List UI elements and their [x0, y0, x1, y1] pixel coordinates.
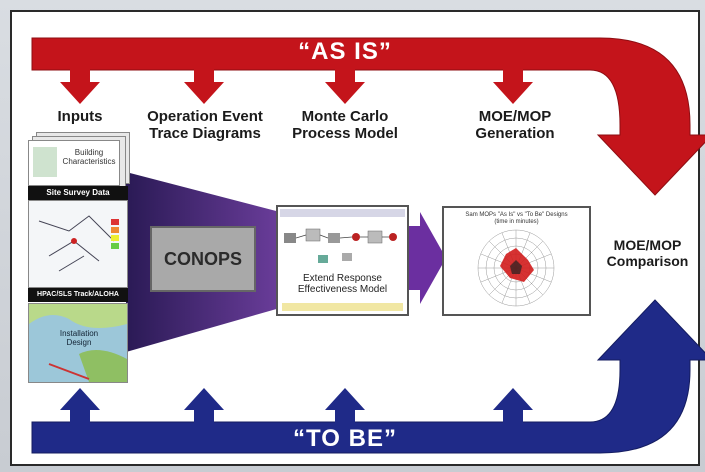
stage-label-inputs: Inputs — [57, 108, 103, 125]
doc-thumbnail — [33, 147, 57, 177]
model-flow-graphic — [284, 228, 397, 263]
map-graphic — [29, 201, 127, 287]
as-is-down-arrows — [60, 66, 533, 104]
site-survey-bar: Site Survey Data — [28, 186, 128, 200]
stage-label-monte-carlo: Monte Carlo Process Model — [292, 108, 398, 143]
to-be-up-arrow-inputs — [60, 388, 100, 426]
hpac-bar: HPAC/SLS Track/ALOHA — [28, 288, 128, 302]
as-is-down-arrow-monte-carlo — [325, 66, 365, 104]
to-be-up-arrow-oetd — [184, 388, 224, 426]
stage-label-oetd: Operation Event Trace Diagrams — [147, 108, 263, 143]
model-to-radar-arrow — [405, 212, 446, 304]
stage-label-moe-generation: MOE/MOP Generation — [475, 108, 555, 143]
building-characteristics-doc: Building Characteristics — [28, 140, 120, 186]
site-survey-map — [28, 200, 128, 288]
to-be-up-arrow-monte-carlo — [325, 388, 365, 426]
installation-map-graphic — [29, 304, 127, 382]
to-be-up-arrow-moe — [493, 388, 533, 426]
installation-design-label: Installation Design — [59, 329, 99, 347]
model-caption: Extend Response Effectiveness Model — [297, 273, 388, 295]
extend-model-box: Extend Response Effectiveness Model — [276, 205, 409, 316]
to-be-arrow — [31, 299, 705, 454]
conops-box: CONOPS — [150, 226, 256, 292]
model-footer — [282, 303, 403, 311]
to-be-up-arrows — [60, 388, 533, 426]
building-characteristics-label: Building Characteristics — [62, 148, 116, 166]
comparison-label: MOE/MOP Comparison — [606, 237, 689, 270]
radar-graphic — [477, 229, 555, 307]
model-toolbar — [280, 209, 405, 217]
radar-caption: Sam MOPs "As Is" vs "To Be" Designs (tim… — [465, 212, 568, 225]
as-is-label: “AS IS” — [298, 38, 392, 65]
as-is-down-arrow-oetd — [184, 66, 224, 104]
radar-chart-box: Sam MOPs "As Is" vs "To Be" Designs (tim… — [442, 206, 591, 316]
radar-to-be-shape — [510, 260, 522, 274]
installation-design-doc: Installation Design — [28, 303, 128, 383]
as-is-arrow — [31, 37, 705, 196]
as-is-down-arrow-moe — [493, 66, 533, 104]
to-be-label: “TO BE” — [293, 425, 397, 452]
as-is-down-arrow-inputs — [60, 66, 100, 104]
